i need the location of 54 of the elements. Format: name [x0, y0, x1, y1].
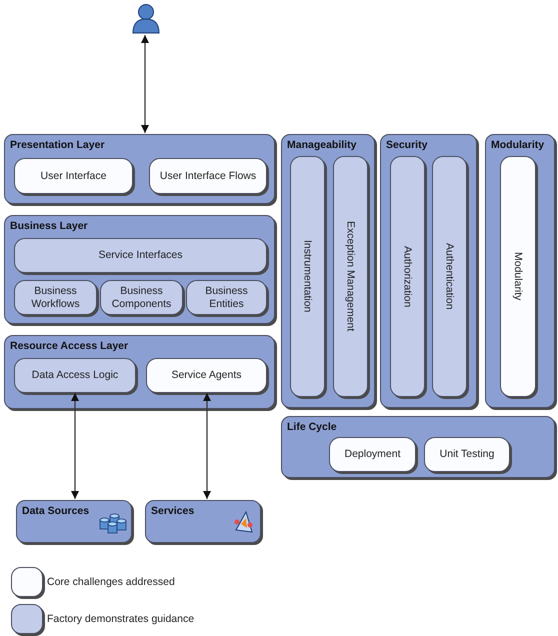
arrow	[71, 393, 79, 499]
component-box	[146, 358, 267, 393]
layer-panel	[281, 416, 555, 478]
component-label: Modularity	[512, 252, 524, 301]
component-box	[14, 280, 97, 315]
component-box	[100, 280, 183, 315]
layer-panel	[380, 134, 477, 408]
arrow	[203, 393, 211, 499]
legend-label: Core challenges addressed	[47, 576, 175, 588]
panel-title: Life Cycle	[287, 421, 337, 433]
component-label: Exception Management	[344, 221, 357, 332]
component-box	[329, 437, 416, 472]
component-label: Authorization	[401, 246, 414, 308]
legend-label: Factory demonstrates guidance	[47, 613, 194, 625]
component-box	[149, 158, 267, 194]
panel-title: Manageability	[287, 139, 356, 151]
panel-title: Security	[386, 139, 428, 151]
component-label: Deployment	[344, 448, 401, 461]
component-box	[186, 280, 267, 315]
panel-title: Presentation Layer	[10, 139, 105, 151]
component-label: User Interface	[40, 170, 106, 182]
panel-title: Business Layer	[10, 220, 88, 232]
arrow	[141, 35, 149, 133]
component-box	[424, 437, 510, 472]
layer-panel	[281, 134, 375, 408]
component-label: User Interface Flows	[160, 170, 256, 182]
component-box	[14, 358, 136, 393]
component-label: Service Agents	[171, 369, 242, 382]
component-box	[14, 238, 267, 273]
component-box	[500, 156, 536, 397]
component-label: Business Workflows	[30, 285, 81, 310]
layer-panel	[4, 335, 275, 409]
component-label: Authentication	[443, 243, 456, 310]
component-box	[290, 156, 325, 397]
panel-title: Data Sources	[22, 505, 90, 517]
panel-title: Services	[151, 505, 194, 517]
component-label: Data Access Logic	[32, 369, 118, 382]
layer-panel	[4, 215, 275, 324]
component-label: Business Entities	[204, 285, 249, 310]
layer-panel	[485, 134, 555, 408]
component-box	[432, 156, 467, 397]
panel-title: Modularity	[491, 139, 544, 151]
panel-title: Resource Access Layer	[10, 340, 128, 352]
component-box	[14, 158, 133, 194]
component-label: Instrumentation	[301, 240, 314, 313]
layer-panel	[4, 134, 275, 204]
component-label: Service Interfaces	[98, 249, 183, 262]
component-box	[390, 156, 425, 397]
layer-panel	[145, 500, 261, 543]
component-box	[333, 156, 368, 397]
component-label: Business Components	[110, 285, 172, 310]
component-label: Unit Testing	[440, 448, 494, 461]
person-icon	[130, 2, 162, 34]
layer-panel	[16, 500, 132, 543]
